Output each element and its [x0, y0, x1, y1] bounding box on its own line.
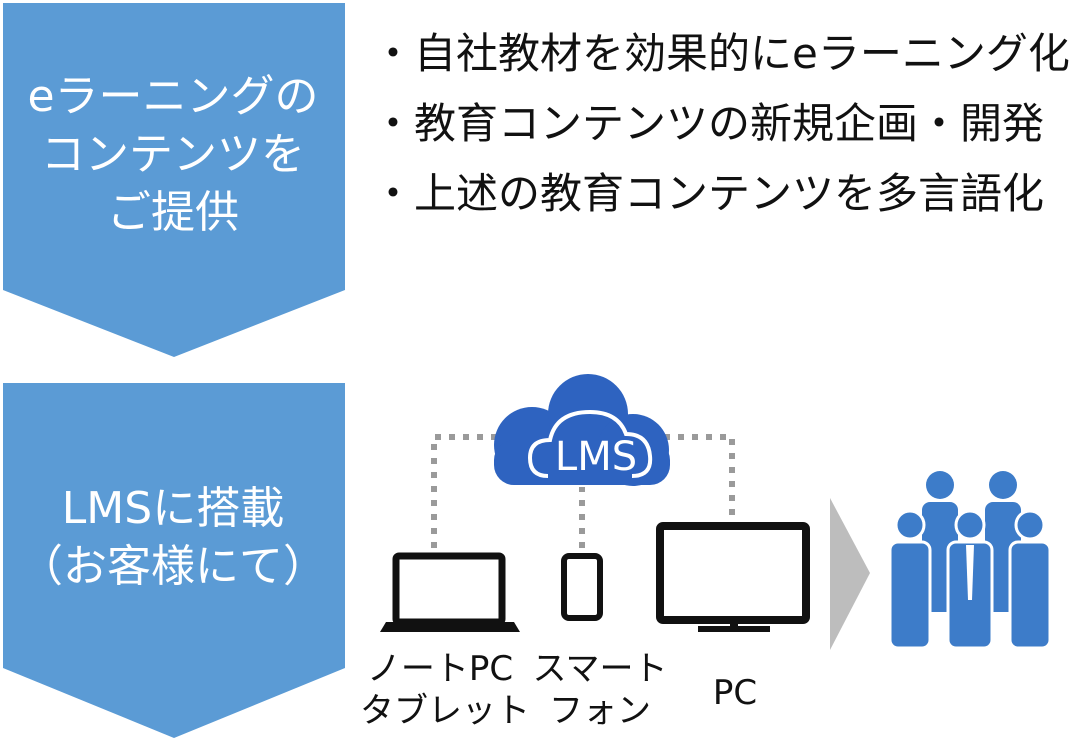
cloud-inner-outline — [527, 409, 653, 478]
device-label-line: フォン — [549, 691, 651, 731]
people-group-icon — [888, 471, 1052, 650]
person-front-right — [1008, 509, 1052, 650]
bullet-item: ・教育コンテンツの新規企画・開発 — [372, 99, 1045, 148]
device-label-smartphone: スマート フォン — [530, 648, 670, 732]
laptop-icon — [380, 552, 520, 632]
connector-monitor — [664, 434, 735, 518]
step-1-line: eラーニングの — [27, 71, 319, 122]
bullet-item: ・自社教材を効果的にeラーニング化 — [372, 29, 1070, 78]
person-front-left — [888, 509, 932, 650]
device-label-laptop: ノートPC タブレット — [360, 648, 530, 732]
step-1-text: eラーニングの コンテンツを ご提供 — [0, 68, 346, 242]
arrow-right-icon — [830, 498, 870, 650]
connector-lines — [431, 434, 735, 548]
device-label-monitor: PC — [680, 672, 790, 714]
chevron-step-1-shape — [3, 3, 345, 357]
cloud-label: LMS — [555, 434, 637, 480]
smartphone-icon — [561, 553, 603, 621]
monitor-icon — [656, 522, 810, 632]
device-label-line: タブレット — [360, 691, 530, 731]
step-2-line: （お客様にて） — [19, 541, 327, 592]
connector-laptop — [431, 434, 498, 548]
step-2-text: LMSに搭載 （お客様にて） — [0, 480, 346, 596]
device-label-line: PC — [712, 673, 758, 713]
chevron-step-2-shape — [3, 383, 345, 738]
step-1-line: コンテンツを — [41, 129, 305, 180]
bullet-item: ・上述の教育コンテンツを多言語化 — [372, 169, 1045, 218]
device-label-line: ノートPC — [366, 649, 514, 689]
device-label-line: スマート — [532, 649, 668, 689]
person-front-center — [946, 509, 994, 650]
step-2-line: LMSに搭載 — [61, 483, 285, 534]
step-1-line: ご提供 — [107, 187, 239, 238]
